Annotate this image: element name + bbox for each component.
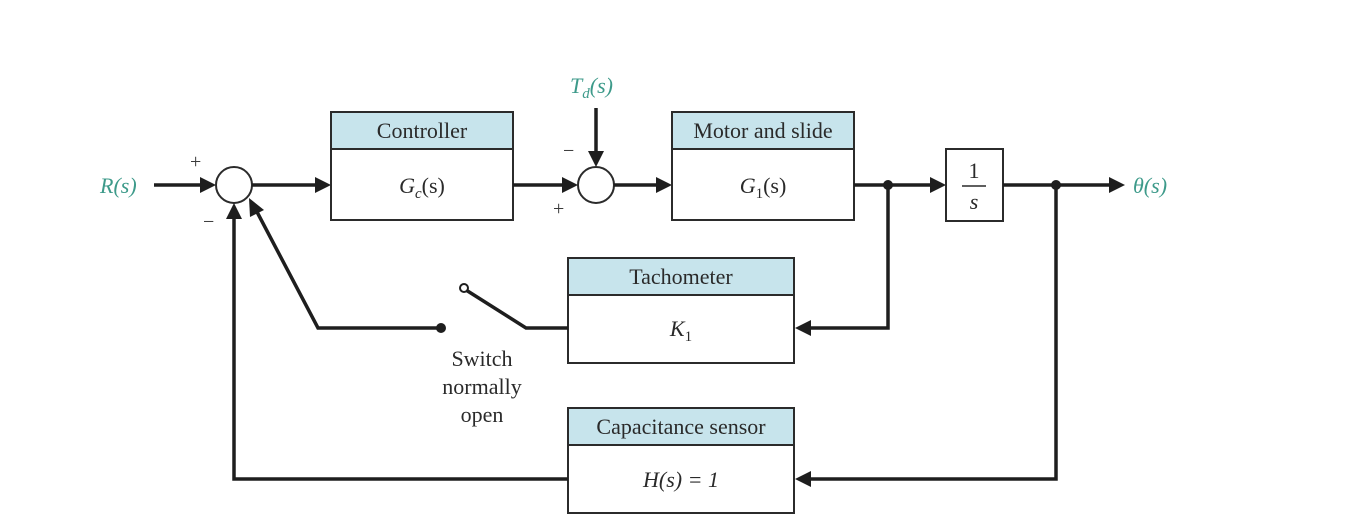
tachometer-header-label: Tachometer (629, 264, 733, 289)
disturbance-main: T (570, 73, 584, 98)
switch-open-contact (459, 283, 469, 293)
sum1-plus-sign: + (190, 151, 201, 173)
switch-blade (465, 288, 568, 330)
controller-transfer-function: Gc(s) (399, 173, 445, 202)
tachometer-input-arrowhead (795, 320, 811, 336)
motor-header-label: Motor and slide (693, 118, 832, 143)
summing-junction-2 (577, 166, 615, 204)
sensor-header-label: Capacitance sensor (596, 414, 766, 439)
output-arrowhead (1109, 177, 1125, 193)
integrator-numerator: 1 (969, 158, 980, 183)
sum1-sensor-arrowhead (226, 203, 242, 219)
integrator-block: 1 s (945, 148, 1004, 222)
sum2-minus-sign: − (563, 140, 574, 162)
disturbance-sub: d (582, 86, 590, 102)
sum2-plus-sign: + (553, 198, 564, 220)
tachometer-feedback-wire (254, 209, 441, 330)
input-signal-label: R(s) (99, 173, 137, 198)
controller-tf-main: G (399, 173, 415, 198)
controller-header-label: Controller (377, 118, 468, 143)
integrator-input-arrowhead (930, 177, 946, 193)
position-feedback-wire (808, 185, 1058, 481)
motor-transfer-function: G1(s) (740, 173, 787, 202)
integrator-body (945, 148, 1004, 222)
motor-tf-sub: 1 (756, 186, 764, 202)
tachometer-block: Tachometer K1 (567, 257, 795, 364)
input-arrowhead (200, 177, 216, 193)
motor-input-arrowhead (656, 177, 672, 193)
sensor-transfer-function: H(s) = 1 (642, 467, 719, 492)
summing-junction-1 (215, 166, 253, 204)
sensor-header (567, 407, 795, 446)
tachometer-transfer-function: K1 (669, 316, 692, 345)
sum1-tach-arrowhead (249, 198, 264, 217)
controller-tf-arg: (s) (422, 173, 445, 198)
sensor-block: Capacitance sensor H(s) = 1 (567, 407, 795, 514)
motor-tf-arg: (s) (763, 173, 786, 198)
output-signal-label: θ(s) (1133, 173, 1167, 198)
sum2-input-arrowhead (562, 177, 578, 193)
motor-block: Motor and slide G1(s) (671, 111, 855, 221)
switch-label-line2: normally (442, 374, 521, 399)
sum1-minus-sign: − (203, 211, 214, 233)
controller-tf-sub: c (415, 186, 422, 202)
disturbance-arg: (s) (590, 73, 613, 98)
disturbance-arrowhead (588, 151, 604, 167)
controller-block: Controller Gc(s) (330, 111, 514, 221)
controller-body (330, 148, 514, 221)
integrator-denominator: s (970, 189, 979, 214)
disturbance-label: Td(s) (570, 73, 613, 102)
motor-tf-main: G (740, 173, 756, 198)
controller-input-arrowhead (315, 177, 331, 193)
sensor-input-arrowhead (795, 471, 811, 487)
motor-body (671, 148, 855, 221)
switch-label-line3: open (461, 402, 504, 427)
tachometer-body (567, 294, 795, 364)
tachometer-header (567, 257, 795, 296)
controller-header (330, 111, 514, 150)
velocity-feedback-wire (808, 185, 890, 330)
sensor-feedback-wire (232, 216, 568, 481)
sensor-body (567, 444, 795, 514)
tachometer-tf-sub: 1 (685, 329, 693, 345)
switch-label-line1: Switch (451, 346, 512, 371)
tachometer-tf-main: K (669, 316, 686, 341)
